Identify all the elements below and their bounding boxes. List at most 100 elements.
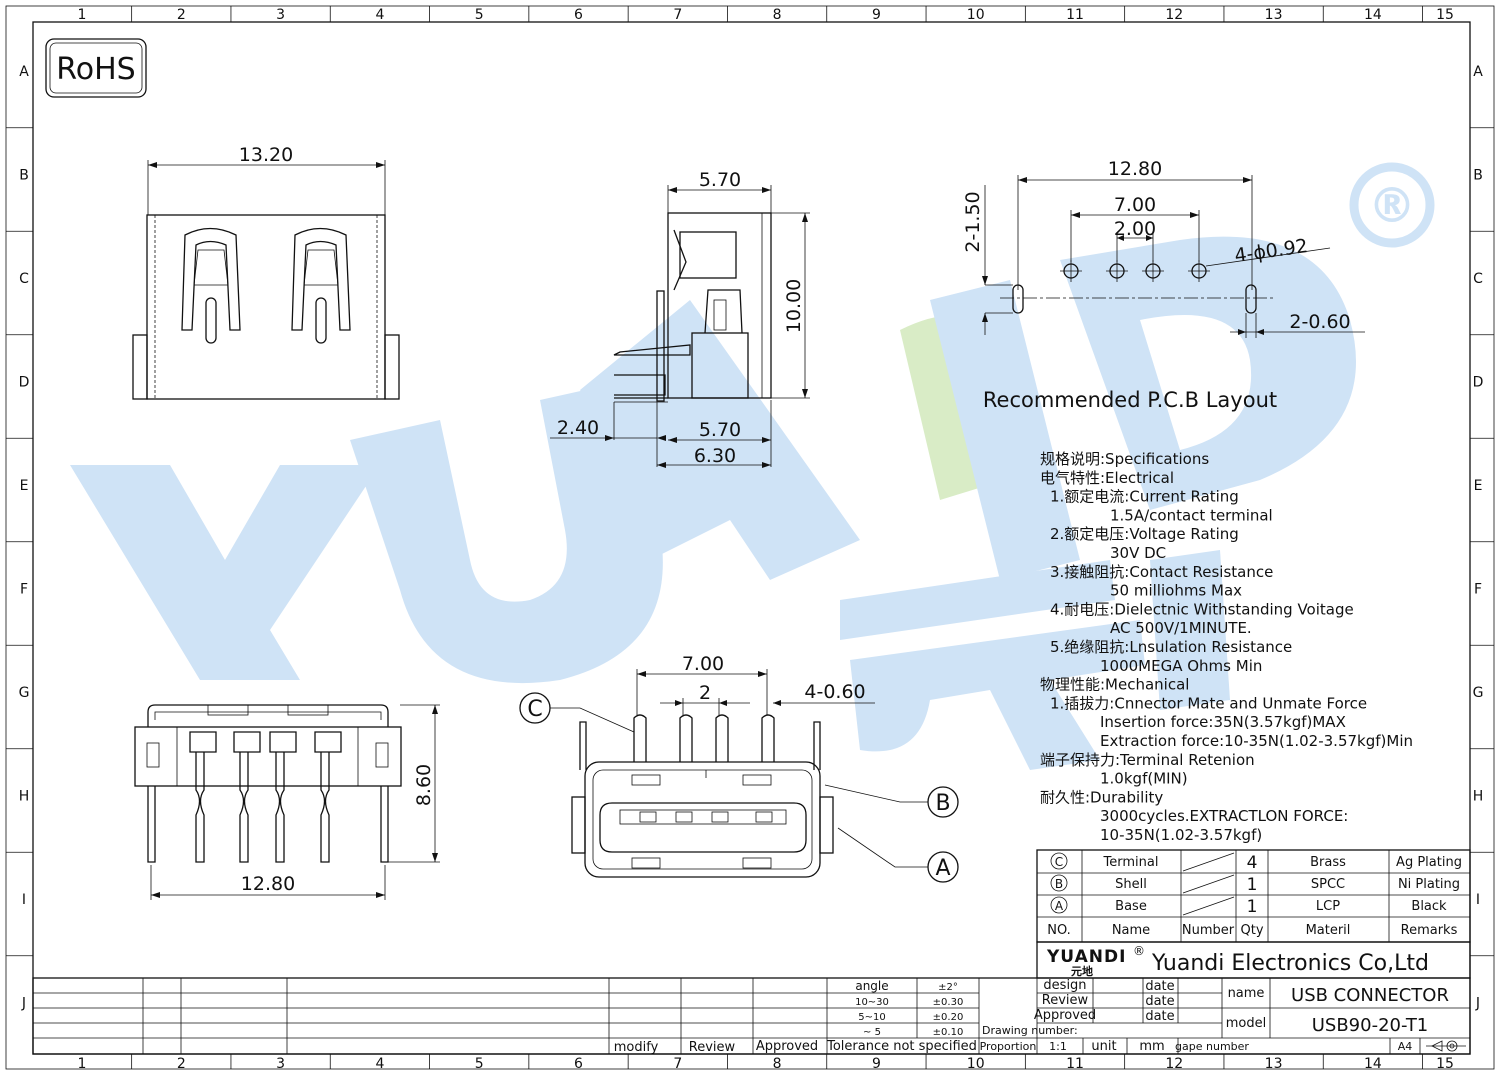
dim-iso-pins: 4-0.60 [804, 681, 865, 703]
bottom-view: 8.60 12.80 [134, 704, 440, 900]
dim-side-bottom-b: 5.70 [699, 419, 741, 441]
column-label-bottom: 2 [177, 1056, 186, 1072]
column-label-top: 13 [1265, 7, 1283, 23]
company-block: YUANDI ® 元地 Yuandi Electronics Co,Ltd [1036, 941, 1471, 979]
spec-line: 电气特性:Electrical [1040, 469, 1174, 487]
company-logo-cn: 元地 [1071, 964, 1093, 978]
tb-name-label: name [1228, 986, 1265, 1001]
dim-pcb-slot-width: 2-0.60 [1289, 311, 1350, 333]
spec-line: 1.0kgf(MIN) [1100, 770, 1188, 788]
dim-front-width: 13.20 [239, 144, 293, 166]
row-label-left: I [22, 892, 26, 908]
bom-no-circle [1050, 896, 1068, 914]
spec-line: Extraction force:10-35N(1.02-3.57kgf)Min [1100, 732, 1413, 750]
column-label-bottom: 13 [1265, 1056, 1283, 1072]
column-label-bottom: 10 [967, 1056, 985, 1072]
callout-c-label: C [527, 697, 542, 722]
revision-approved: Approved [756, 1039, 818, 1054]
watermark: ® [70, 162, 1435, 770]
bom-name: Shell [1115, 877, 1147, 892]
column-label-top: 10 [967, 7, 985, 23]
iso-view: 7.00 2 4-0.60 C [519, 653, 959, 883]
bom-header-qty: Qty [1240, 923, 1263, 938]
column-label-bottom: 1 [78, 1056, 87, 1072]
company-logo-reg: ® [1133, 944, 1145, 958]
spec-line: 耐久性:Durability [1040, 788, 1163, 806]
column-label-top: 9 [872, 7, 881, 23]
row-label-right: E [1474, 478, 1483, 494]
dim-side-width: 5.70 [699, 169, 741, 191]
tolerance-label: angle [855, 979, 888, 993]
bom-header-remarks: Remarks [1401, 923, 1458, 938]
row-label-left: C [19, 271, 29, 287]
tb-date-label-3: date [1145, 1009, 1174, 1024]
bom-qty: 4 [1247, 853, 1258, 873]
tb-date-label-2: date [1145, 994, 1174, 1009]
tb-proportion-label: Proportion [980, 1040, 1037, 1053]
bom-no: C [1055, 855, 1063, 869]
front-view: 13.20 [132, 144, 400, 400]
revision-modify: modify [614, 1040, 659, 1055]
column-label-top: 3 [276, 7, 285, 23]
column-label-bottom: 7 [673, 1056, 682, 1072]
bom-remarks: Ni Plating [1398, 877, 1460, 892]
column-label-top: 7 [673, 7, 682, 23]
row-label-right: A [1473, 64, 1483, 80]
spec-line: 1000MEGA Ohms Min [1100, 657, 1262, 675]
spec-line: 规格说明:Specifications [1040, 450, 1209, 468]
row-label-left: A [19, 64, 29, 80]
row-label-left: H [19, 789, 30, 805]
row-label-left: B [19, 168, 29, 184]
pcb-caption: Recommended P.C.B Layout [983, 388, 1277, 412]
bom-header-number: Number [1182, 923, 1235, 938]
column-label-bottom: 6 [574, 1056, 583, 1072]
spec-line: 1.插拔力:Cnnector Mate and Unmate Force [1050, 694, 1367, 712]
spec-line: 端子保持力:Terminal Retenion [1040, 751, 1255, 769]
tb-model-label: model [1226, 1016, 1266, 1031]
column-label-bottom: 11 [1066, 1056, 1084, 1072]
row-label-right: D [1473, 375, 1484, 391]
bom-qty: 1 [1247, 897, 1258, 917]
column-label-top: 5 [475, 7, 484, 23]
row-label-right: G [1473, 685, 1484, 701]
tolerance-value: ±2° [938, 982, 958, 993]
row-label-left: G [19, 685, 30, 701]
tolerance-label: 10~30 [855, 997, 889, 1008]
specifications-list: 规格说明:Specifications电气特性:Electrical1.额定电流… [1040, 450, 1413, 844]
bom-header-no: NO. [1047, 923, 1071, 938]
column-label-top: 8 [773, 7, 782, 23]
bom-material: LCP [1316, 899, 1340, 914]
row-label-right: J [1475, 996, 1480, 1012]
tb-approved-label: Approved [1034, 1008, 1096, 1023]
column-label-bottom: 15 [1436, 1056, 1454, 1072]
spec-line: 4.耐电压:Dielectnic Withstanding Voitage [1050, 600, 1354, 618]
column-label-bottom: 8 [773, 1056, 782, 1072]
spec-line: 3.接触阻抗:Contact Resistance [1050, 563, 1273, 581]
dim-iso-pitch: 2 [699, 682, 711, 704]
bom-material: Brass [1310, 855, 1346, 870]
tb-paper-size: A4 [1398, 1040, 1413, 1053]
spec-line: AC 500V/1MINUTE. [1110, 619, 1252, 637]
dim-side-bottom-c: 6.30 [694, 445, 736, 467]
dim-side-height: 10.00 [783, 279, 805, 333]
row-label-right: H [1473, 789, 1484, 805]
column-label-top: 4 [375, 7, 384, 23]
bom-name: Base [1115, 899, 1147, 914]
spec-line: 1.5A/contact terminal [1110, 506, 1273, 524]
title-block: modify Review Approved angle±2°10~30±0.3… [32, 977, 1471, 1055]
column-label-bottom: 14 [1364, 1056, 1382, 1072]
spec-line: 2.额定电压:Voltage Rating [1050, 525, 1239, 543]
spec-line: 1.额定电流:Current Rating [1050, 488, 1239, 506]
row-label-left: E [20, 478, 29, 494]
bom-material: SPCC [1311, 877, 1345, 892]
tb-unit-label: unit [1091, 1039, 1116, 1054]
bom-name: Terminal [1103, 855, 1159, 870]
callout-a-label: A [935, 856, 950, 881]
column-label-top: 1 [78, 7, 87, 23]
watermark-reg-mark: ® [1368, 178, 1416, 234]
column-label-top: 14 [1364, 7, 1382, 23]
